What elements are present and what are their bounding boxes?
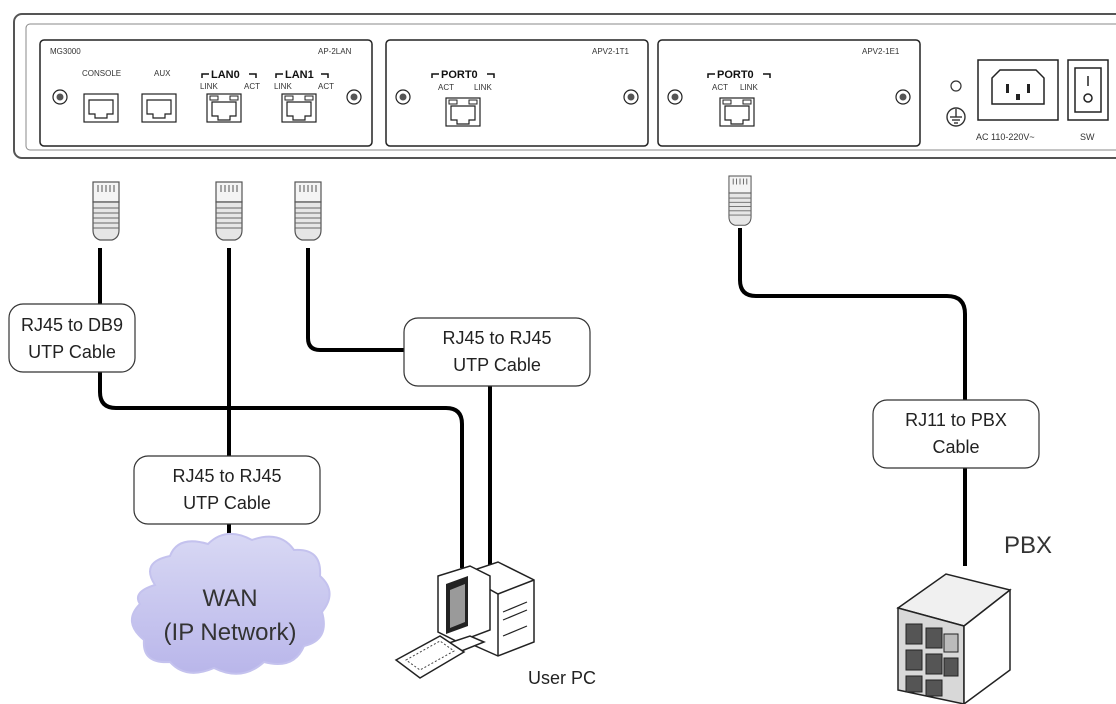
svg-text:UTP Cable: UTP Cable bbox=[453, 355, 541, 375]
wan-label: WAN bbox=[202, 585, 257, 612]
screw-icon bbox=[346, 89, 362, 105]
console-port[interactable] bbox=[83, 93, 119, 123]
port0-label: PORT0 bbox=[717, 69, 754, 81]
power-label: AC 110-220V~ bbox=[976, 132, 1035, 142]
lan1-cable bbox=[306, 248, 422, 352]
svg-text:LINK: LINK bbox=[740, 83, 758, 92]
e1-port0[interactable] bbox=[719, 97, 755, 127]
power-switch[interactable] bbox=[1067, 59, 1109, 121]
lan0-port[interactable] bbox=[206, 93, 242, 123]
lan1-plug-icon bbox=[294, 181, 322, 241]
lan1-port-label: LAN1 bbox=[285, 69, 314, 81]
switch-label: SW bbox=[1080, 132, 1095, 142]
module-apv2-1e1: APV2-1E1 PORT0 ACT LINK bbox=[657, 39, 921, 147]
console-plug-icon bbox=[92, 181, 120, 241]
pbx-cable-label: RJ11 to PBX Cable bbox=[872, 399, 1040, 469]
lan0-cable-label: RJ45 to RJ45 UTP Cable bbox=[133, 455, 321, 525]
svg-text:UTP Cable: UTP Cable bbox=[183, 493, 271, 513]
svg-text:ACT: ACT bbox=[244, 82, 260, 91]
svg-text:ACT: ACT bbox=[438, 83, 454, 92]
screw-icon bbox=[667, 89, 683, 105]
screw-icon bbox=[52, 89, 68, 105]
module-model-label: MG3000 bbox=[50, 47, 81, 56]
wan-sublabel: (IP Network) bbox=[164, 619, 297, 646]
ac-power-inlet[interactable] bbox=[977, 59, 1059, 121]
svg-text:LINK: LINK bbox=[200, 82, 218, 91]
module-name-label: APV2-1T1 bbox=[592, 47, 629, 56]
power-led-icon bbox=[950, 80, 962, 92]
console-port-label: CONSOLE bbox=[82, 69, 121, 78]
t1-port0[interactable] bbox=[445, 97, 481, 127]
svg-text:RJ45 to RJ45: RJ45 to RJ45 bbox=[172, 466, 281, 486]
module-apv2-1t1: APV2-1T1 PORT0 ACT LINK bbox=[385, 39, 649, 147]
svg-text:RJ11 to PBX: RJ11 to PBX bbox=[905, 410, 1007, 430]
lan1-port[interactable] bbox=[281, 93, 317, 123]
svg-text:LINK: LINK bbox=[274, 82, 292, 91]
wan-cloud: WAN (IP Network) bbox=[131, 533, 331, 675]
screw-icon bbox=[895, 89, 911, 105]
port0-label: PORT0 bbox=[441, 69, 478, 81]
user-pc-label: User PC bbox=[528, 668, 596, 688]
screw-icon bbox=[395, 89, 411, 105]
pbx-icon bbox=[896, 573, 1012, 704]
lan1-cable-label: RJ45 to RJ45 UTP Cable bbox=[403, 317, 591, 387]
user-pc-icon bbox=[394, 561, 535, 679]
module-name-label: AP-2LAN bbox=[318, 47, 352, 56]
pbx-label: PBX bbox=[1004, 532, 1052, 559]
svg-text:ACT: ACT bbox=[712, 83, 728, 92]
svg-text:RJ45 to DB9: RJ45 to DB9 bbox=[21, 315, 123, 335]
console-cable-label: RJ45 to DB9 UTP Cable bbox=[8, 303, 136, 373]
power-section: AC 110-220V~ SW bbox=[946, 59, 1109, 142]
aux-port-label: AUX bbox=[154, 69, 171, 78]
lan0-plug-icon bbox=[215, 181, 243, 241]
svg-text:ACT: ACT bbox=[318, 82, 334, 91]
svg-text:RJ45 to RJ45: RJ45 to RJ45 bbox=[442, 328, 551, 348]
module-ap-2lan: MG3000 AP-2LAN CONSOLE AUX LAN0 LINK ACT… bbox=[39, 39, 373, 147]
svg-text:Cable: Cable bbox=[932, 437, 979, 457]
svg-text:LINK: LINK bbox=[474, 83, 492, 92]
lan0-port-label: LAN0 bbox=[211, 69, 240, 81]
aux-port[interactable] bbox=[141, 93, 177, 123]
pbx-cable bbox=[738, 228, 967, 566]
svg-text:UTP Cable: UTP Cable bbox=[28, 342, 116, 362]
rj11-plug-icon bbox=[728, 175, 752, 226]
screw-icon bbox=[623, 89, 639, 105]
ground-icon bbox=[946, 107, 966, 127]
module-name-label: APV2-1E1 bbox=[862, 47, 900, 56]
console-cable bbox=[98, 248, 464, 568]
